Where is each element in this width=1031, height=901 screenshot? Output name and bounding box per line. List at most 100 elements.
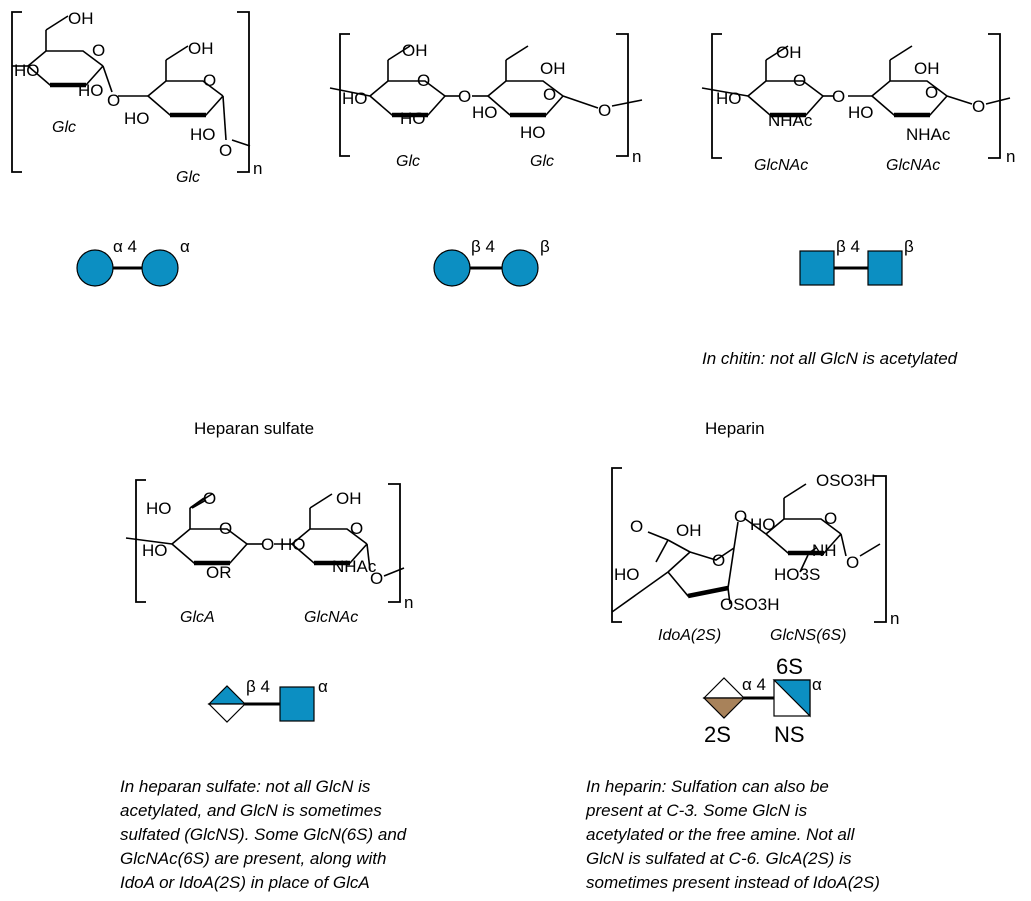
- heparan-symbol: β 4 α: [207, 677, 328, 723]
- chitin-structure: OH O HO NHAc O OH O HO NHAc O GlcNAc Glc…: [701, 33, 1015, 174]
- glc-circle-symbol: [433, 249, 471, 287]
- atom-ho: HO: [190, 125, 216, 144]
- right-bracket: [237, 11, 250, 173]
- right-bracket: [988, 33, 1001, 159]
- atom-ho: HO: [14, 61, 40, 80]
- repeat-n: n: [404, 593, 413, 612]
- atom-ho: HO: [400, 109, 426, 128]
- note-line: present at C-3. Some GlcN is: [585, 801, 808, 820]
- atom-nhac: NHAc: [332, 557, 377, 576]
- glca-diamond-top: [207, 685, 247, 705]
- linkage-label: β 4: [246, 677, 270, 696]
- residue-name: Glc: [52, 119, 76, 136]
- atom-oh: OH: [776, 43, 802, 62]
- anomer-label: α: [180, 237, 190, 256]
- residue-name: IdoA(2S): [658, 627, 721, 644]
- note-line: In heparin: Sulfation can also be: [586, 777, 829, 796]
- atom-oh: OH: [68, 9, 94, 28]
- atom-o: O: [630, 517, 643, 536]
- atom-nhac: NHAc: [768, 111, 813, 130]
- note-line: acetylated, and GlcN is sometimes: [120, 801, 382, 820]
- right-bracket: [874, 475, 887, 623]
- linkage-label: β 4: [471, 237, 495, 256]
- atom-ho: HO: [124, 109, 150, 128]
- left-bracket: [711, 33, 722, 159]
- note-line: acetylated or the free amine. Not all: [586, 825, 856, 844]
- atom-o: O: [925, 83, 938, 102]
- atom-o: O: [417, 71, 430, 90]
- heparan-title: Heparan sulfate: [194, 419, 314, 438]
- anomer-label: β: [540, 237, 550, 256]
- amylose-symbol: α 4 α: [76, 237, 190, 287]
- atom-ho: HO: [520, 123, 546, 142]
- linkage-label: α 4: [742, 675, 766, 694]
- anomer-label: α: [812, 675, 822, 694]
- glc-circle-symbol: [141, 249, 179, 287]
- label-ns: NS: [774, 722, 805, 747]
- glc-circle-symbol: [501, 249, 539, 287]
- atom-ho3s: HO3S: [774, 565, 820, 584]
- glcnac-square-symbol: [799, 250, 835, 286]
- chitin-note: In chitin: not all GlcN is acetylated: [702, 349, 958, 368]
- chitin-symbol: β 4 β: [799, 237, 914, 286]
- residue-name: GlcA: [180, 609, 215, 626]
- atom-o: O: [92, 41, 105, 60]
- atom-oso3h: OSO3H: [720, 595, 780, 614]
- note-line: sometimes present instead of IdoA(2S): [586, 873, 880, 892]
- heparan-note: In heparan sulfate: not all GlcN is acet…: [120, 777, 407, 892]
- atom-o: O: [370, 569, 383, 588]
- atom-o: O: [824, 509, 837, 528]
- atom-oh: OH: [540, 59, 566, 78]
- glca-diamond-bottom: [207, 703, 247, 723]
- note-line: IdoA or IdoA(2S) in place of GlcA: [120, 873, 370, 892]
- left-bracket: [611, 467, 622, 623]
- atom-o: O: [734, 507, 747, 526]
- atom-nh: NH: [812, 541, 837, 560]
- atom-ho: HO: [78, 81, 104, 100]
- glcnac-square-symbol: [867, 250, 903, 286]
- linkage-label: α 4: [113, 237, 137, 256]
- glc-circle-symbol: [76, 249, 114, 287]
- atom-ho: HO: [472, 103, 498, 122]
- atom-o: O: [712, 551, 725, 570]
- heparan-structure: HO O O HO OR O OH O HO NHAc O GlcA GlcNA…: [125, 479, 413, 626]
- anomer-label: β: [904, 237, 914, 256]
- note-line: GlcN is sulfated at C-6. GlcA(2S) is: [586, 849, 852, 868]
- atom-o: O: [832, 87, 845, 106]
- atom-o: O: [972, 97, 985, 116]
- note-line: GlcNAc(6S) are present, along with: [120, 849, 386, 868]
- atom-o: O: [261, 535, 274, 554]
- atom-ho: HO: [342, 89, 368, 108]
- atom-ho: HO: [280, 535, 306, 554]
- residue-name: Glc: [176, 169, 200, 186]
- idoa-diamond-bottom: [702, 697, 746, 719]
- atom-oh: OH: [336, 489, 362, 508]
- atom-oh: OH: [914, 59, 940, 78]
- repeat-n: n: [1006, 147, 1015, 166]
- residue-name: GlcNAc: [754, 157, 808, 174]
- atom-oh: OH: [402, 41, 428, 60]
- atom-o: O: [350, 519, 363, 538]
- cellulose-symbol: β 4 β: [433, 237, 550, 287]
- atom-oso3h: OSO3H: [816, 471, 876, 490]
- atom-ho: HO: [848, 103, 874, 122]
- atom-ho: HO: [750, 515, 776, 534]
- repeat-n: n: [632, 147, 641, 166]
- repeat-n: n: [253, 159, 262, 178]
- residue-name: GlcNAc: [886, 157, 940, 174]
- atom-ho: HO: [614, 565, 640, 584]
- left-bracket: [135, 479, 146, 603]
- residue-name: Glc: [396, 153, 420, 170]
- atom-o: O: [846, 553, 859, 572]
- amylose-structure: OH O HO HO O OH O HO HO O Glc Glc n: [11, 9, 262, 186]
- atom-ho: HO: [716, 89, 742, 108]
- atom-oh: OH: [188, 39, 214, 58]
- atom-nhac: NHAc: [906, 125, 951, 144]
- anomer-label: α: [318, 677, 328, 696]
- heparin-symbol: α 4 α 6S 2S NS: [702, 654, 822, 747]
- heparin-note: In heparin: Sulfation can also be presen…: [585, 777, 880, 892]
- residue-name: GlcNS(6S): [770, 627, 846, 644]
- linkage-label: β 4: [836, 237, 860, 256]
- repeat-n: n: [890, 609, 899, 628]
